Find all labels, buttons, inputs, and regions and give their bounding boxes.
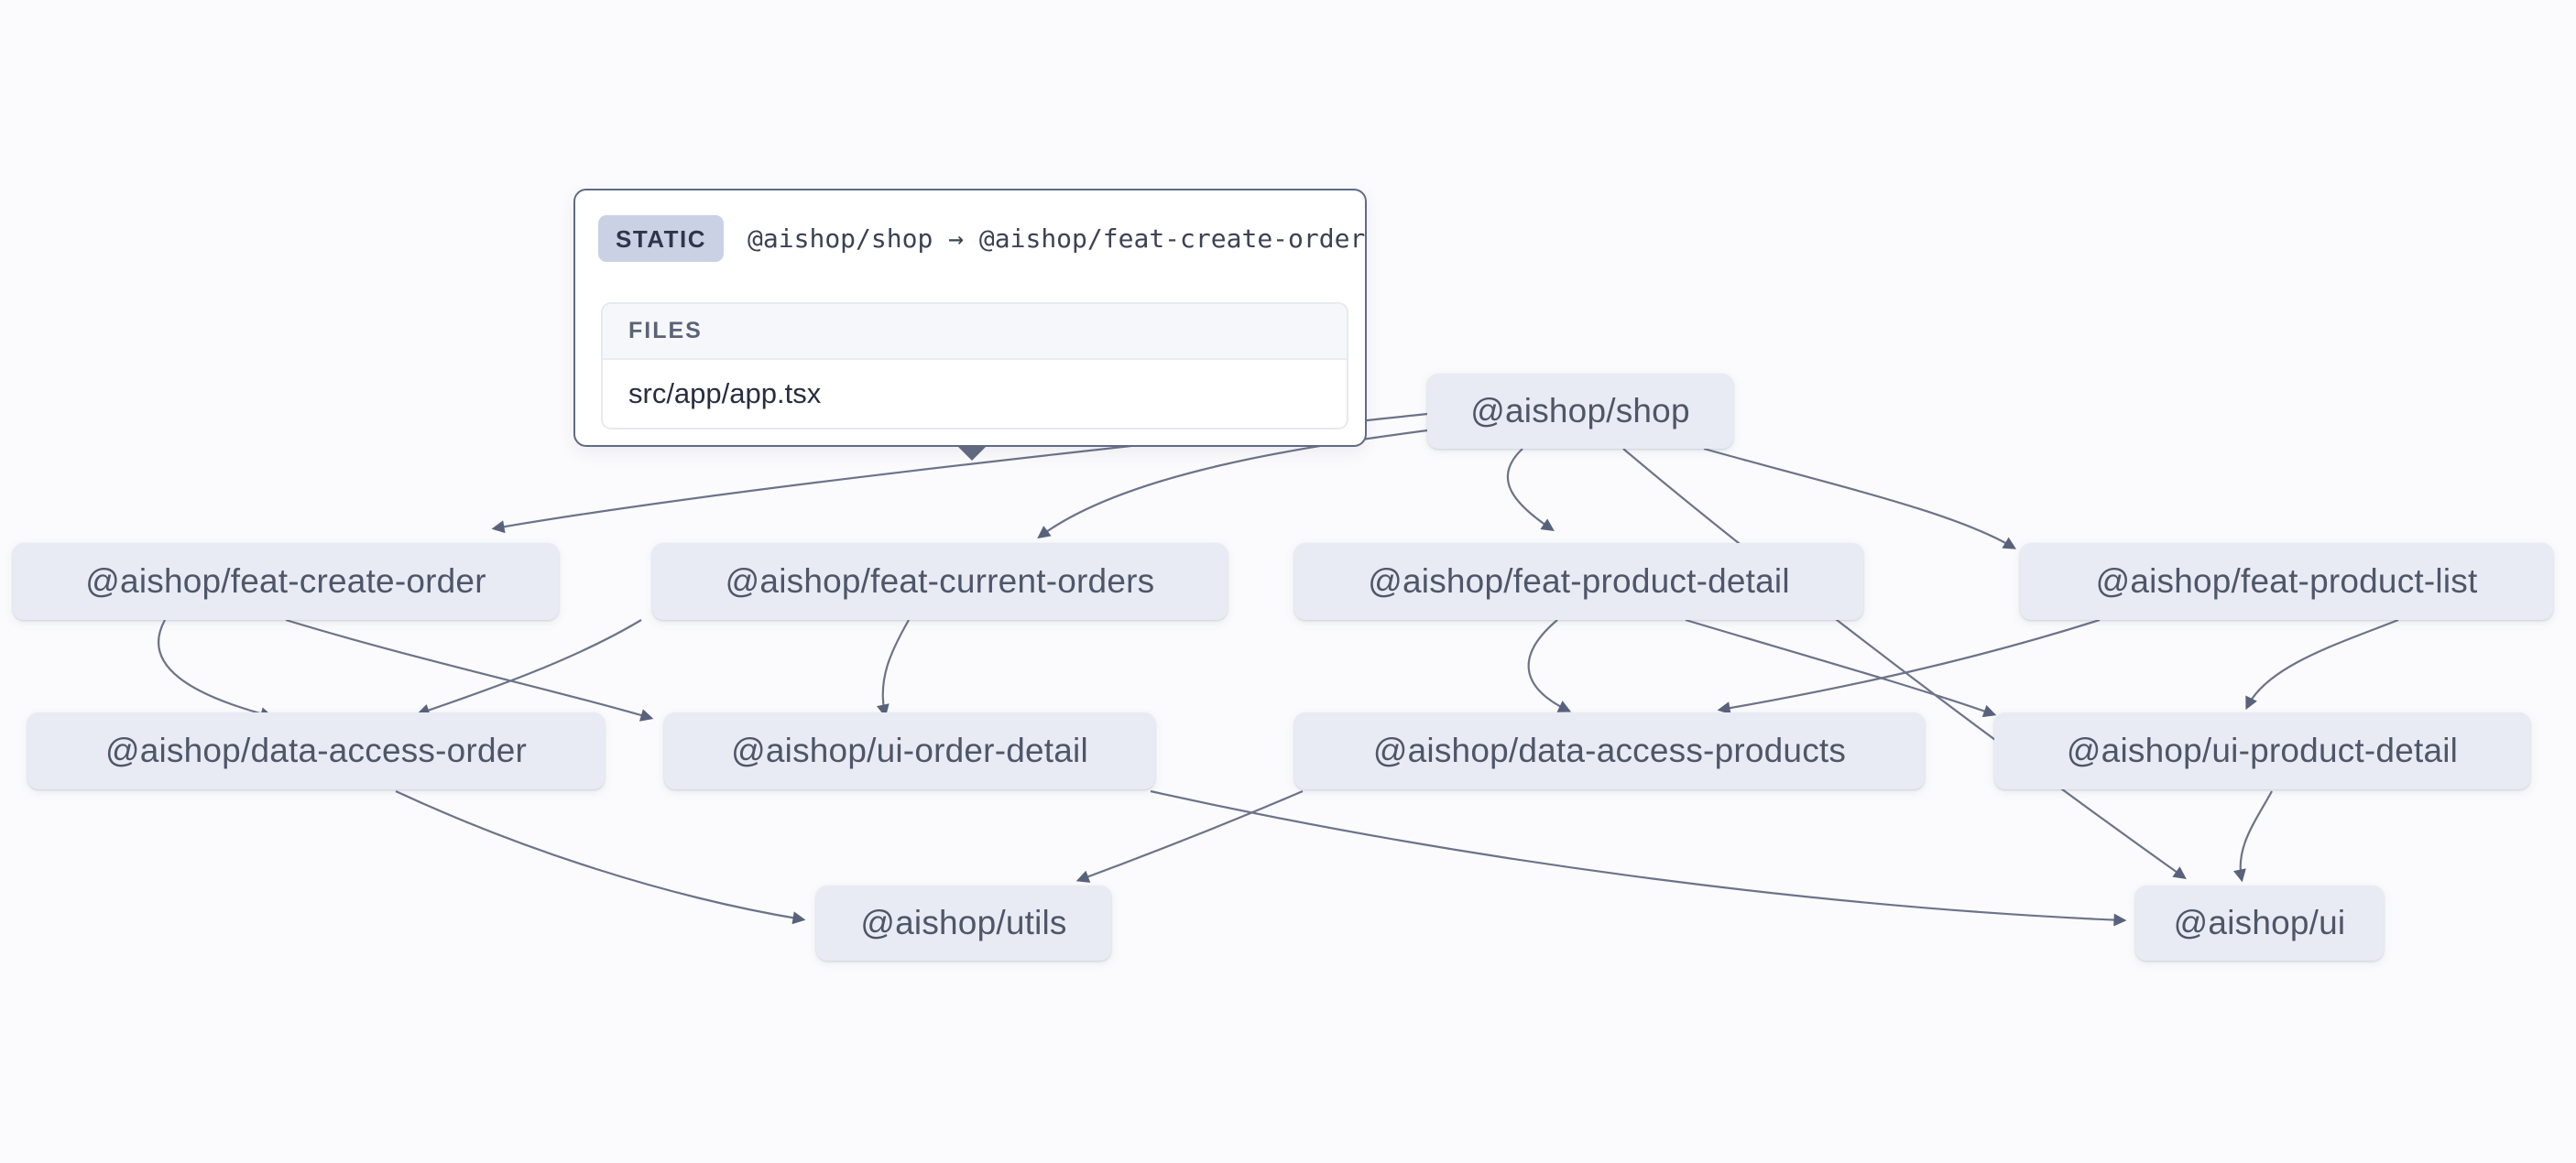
edge-shop--feat-product-detail[interactable]: [1506, 448, 1555, 531]
edge-feat-product-detail--data-access-products[interactable]: [1527, 619, 1572, 712]
edge-feat-product-list--data-access-products[interactable]: [1717, 618, 2101, 715]
edge-tooltip: STATIC @aishop/shop → @aishop/feat-creat…: [573, 189, 1367, 461]
edge-shop--feat-product-list[interactable]: [1703, 447, 2016, 549]
edge-ui-product-detail--ui[interactable]: [2233, 790, 2273, 883]
edge-feat-product-list--ui-product-detail[interactable]: [2245, 618, 2399, 711]
tooltip-caret-icon: [956, 445, 988, 461]
edge-data-access-order--utils[interactable]: [395, 790, 806, 925]
edge-feat-create-order--data-access-order[interactable]: [158, 619, 274, 721]
edge-title: @aishop/shop → @aishop/feat-create-order: [748, 223, 1366, 254]
edge-type-badge: STATIC: [598, 215, 725, 262]
file-list-item[interactable]: src/app/app.tsx: [628, 377, 822, 409]
edge-feat-current-orders--data-access-order[interactable]: [416, 619, 642, 717]
node-ui-order-detail[interactable]: @aishop/ui-order-detail: [664, 712, 1155, 789]
node-ui-product-detail[interactable]: @aishop/ui-product-detail: [1994, 712, 2530, 789]
edge-shop--ui[interactable]: [1622, 448, 2187, 880]
edge-data-access-products--utils[interactable]: [1075, 789, 1304, 883]
node-shop[interactable]: @aishop/shop: [1427, 374, 1733, 449]
node-utils[interactable]: @aishop/utils: [816, 886, 1111, 961]
tooltip-header: STATIC @aishop/shop → @aishop/feat-creat…: [575, 190, 1365, 262]
node-feat-product-list[interactable]: @aishop/feat-product-list: [2020, 543, 2553, 620]
node-data-access-order[interactable]: @aishop/data-access-order: [27, 712, 605, 789]
edge-feat-product-detail--ui-product-detail[interactable]: [1685, 618, 1997, 718]
edge-ui-order-detail--ui[interactable]: [1150, 789, 2127, 927]
edge-feat-create-order--ui-order-detail[interactable]: [285, 618, 654, 722]
node-feat-create-order[interactable]: @aishop/feat-create-order: [13, 543, 559, 620]
node-ui[interactable]: @aishop/ui: [2135, 886, 2384, 961]
node-feat-product-detail[interactable]: @aishop/feat-product-detail: [1294, 543, 1863, 620]
edge-shop--feat-current-orders[interactable]: [1037, 429, 1428, 539]
files-panel: FILES src/app/app.tsx: [601, 302, 1348, 429]
node-feat-current-orders[interactable]: @aishop/feat-current-orders: [652, 543, 1228, 620]
files-panel-label: FILES: [603, 304, 1347, 360]
edge-feat-current-orders--ui-order-detail[interactable]: [876, 619, 910, 718]
node-data-access-products[interactable]: @aishop/data-access-products: [1294, 712, 1925, 789]
